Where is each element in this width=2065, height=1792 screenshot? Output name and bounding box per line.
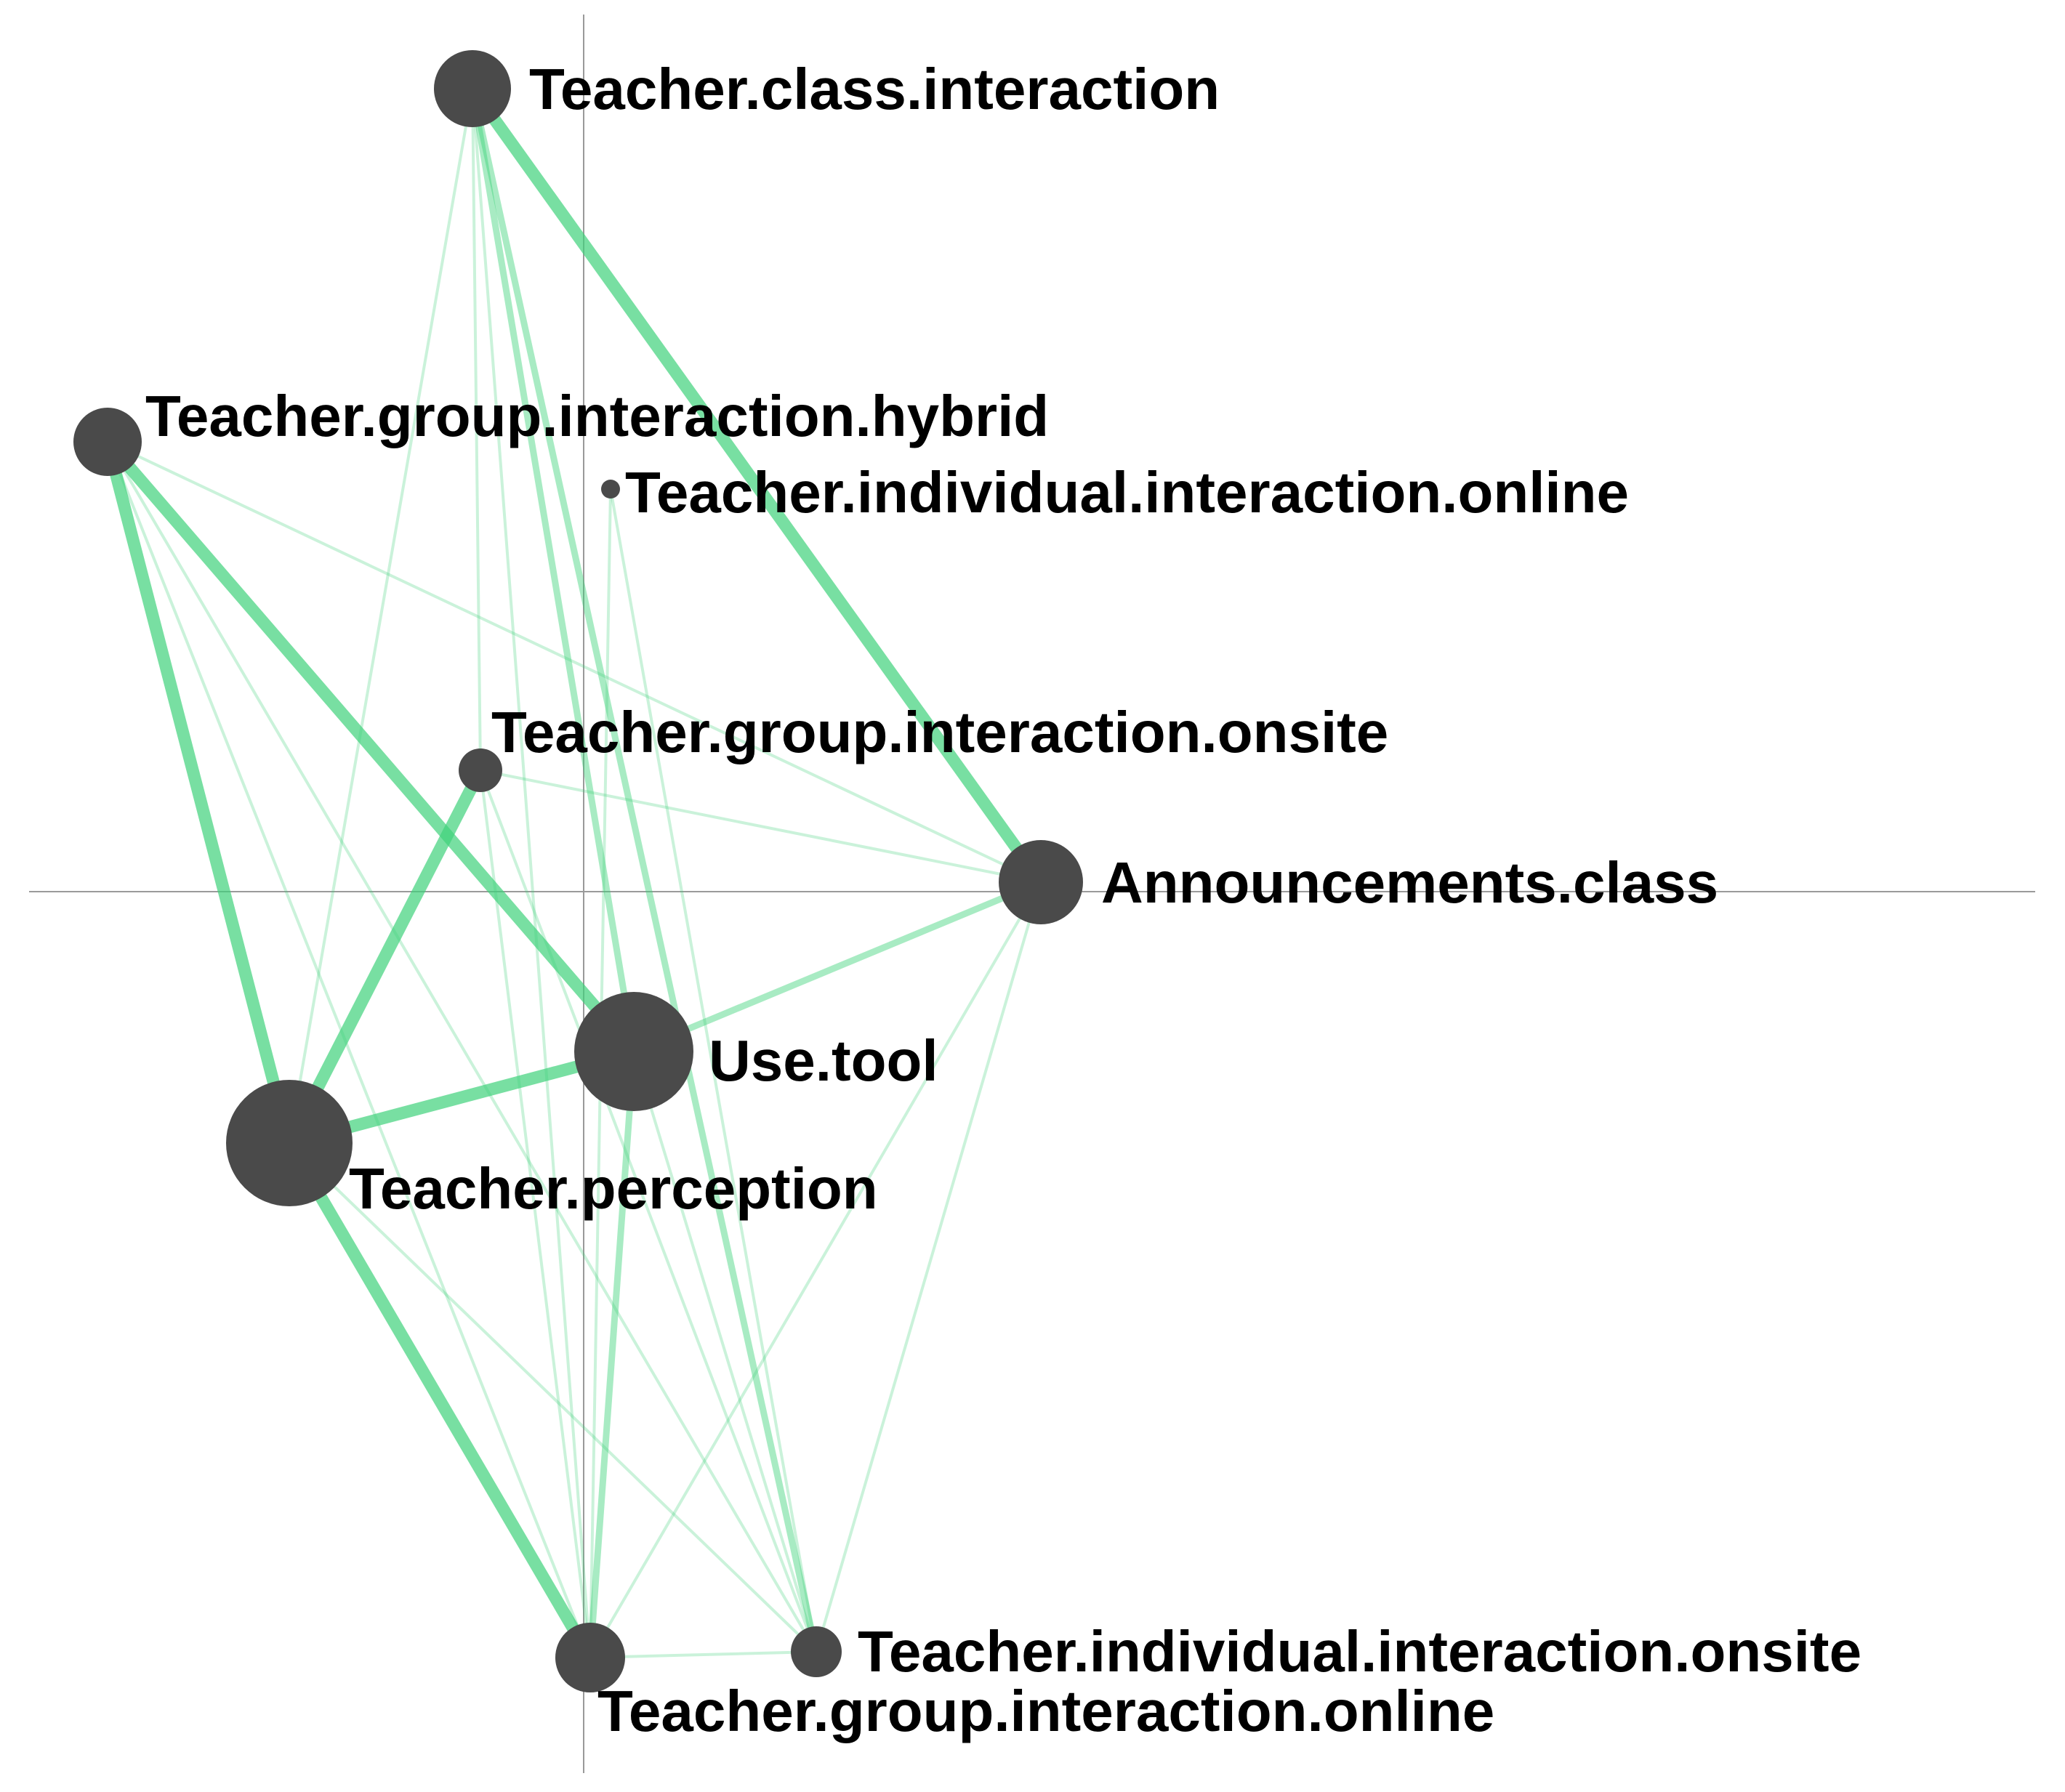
edge-tgio-tiis (589, 1650, 817, 1659)
edges-layer (101, 85, 1046, 1661)
edge-ac-ut (632, 879, 1042, 1055)
node-label-ac: Announcements.class (1101, 850, 1718, 915)
edge-tgih-tgio (106, 441, 592, 1658)
node-label-ut: Use.tool (709, 1028, 938, 1093)
edge-tci-tgis (471, 88, 482, 771)
edge-tci-tp (288, 88, 474, 1144)
nodes-layer (73, 50, 1083, 1692)
node-tci[interactable] (434, 50, 511, 127)
edge-ac-tgio (589, 881, 1042, 1659)
node-tgis[interactable] (459, 748, 502, 792)
labels-layer: Teacher.class.interactionTeacher.group.i… (145, 57, 1861, 1743)
edge-ut-tgio (587, 1051, 637, 1658)
edge-tgih-ut (102, 437, 639, 1056)
edge-tci-ut (469, 88, 637, 1052)
edge-tgis-tgio (479, 770, 592, 1658)
node-label-tgio: Teacher.group.interaction.online (597, 1679, 1494, 1743)
node-tiis[interactable] (791, 1626, 842, 1677)
node-label-tp: Teacher.perception (349, 1156, 878, 1221)
edge-ut-tiis (632, 1051, 818, 1652)
edge-tci-tiis (469, 88, 820, 1652)
node-tiio[interactable] (601, 480, 620, 499)
edge-tp-tgio (283, 1139, 596, 1661)
edge-tgih-tp (101, 440, 296, 1145)
edge-ac-tiis (815, 881, 1042, 1652)
edge-tci-ac (467, 85, 1046, 886)
edge-tgih-tiis (106, 440, 818, 1653)
edge-tci-tgio (471, 88, 592, 1658)
edge-tgis-tiis (479, 770, 818, 1652)
edge-tgih-ac (107, 440, 1042, 884)
node-tp[interactable] (226, 1080, 353, 1206)
node-ac[interactable] (999, 840, 1083, 924)
edge-tiio-tiis (609, 488, 818, 1652)
node-label-tci: Teacher.class.interaction (529, 57, 1220, 121)
node-tgio[interactable] (555, 1623, 625, 1692)
node-tgih[interactable] (73, 408, 142, 476)
edge-tgis-ac (480, 769, 1042, 884)
node-label-tiio: Teacher.individual.interaction.online (625, 460, 1629, 525)
edge-tp-tiis (288, 1142, 818, 1653)
node-label-tgih: Teacher.group.interaction.hybrid (145, 384, 1049, 448)
node-label-tgis: Teacher.group.interaction.onsite (491, 700, 1388, 764)
edge-tgis-tp (283, 767, 486, 1146)
node-label-tiis: Teacher.individual.interaction.onsite (858, 1619, 1861, 1684)
node-ut[interactable] (574, 992, 693, 1111)
